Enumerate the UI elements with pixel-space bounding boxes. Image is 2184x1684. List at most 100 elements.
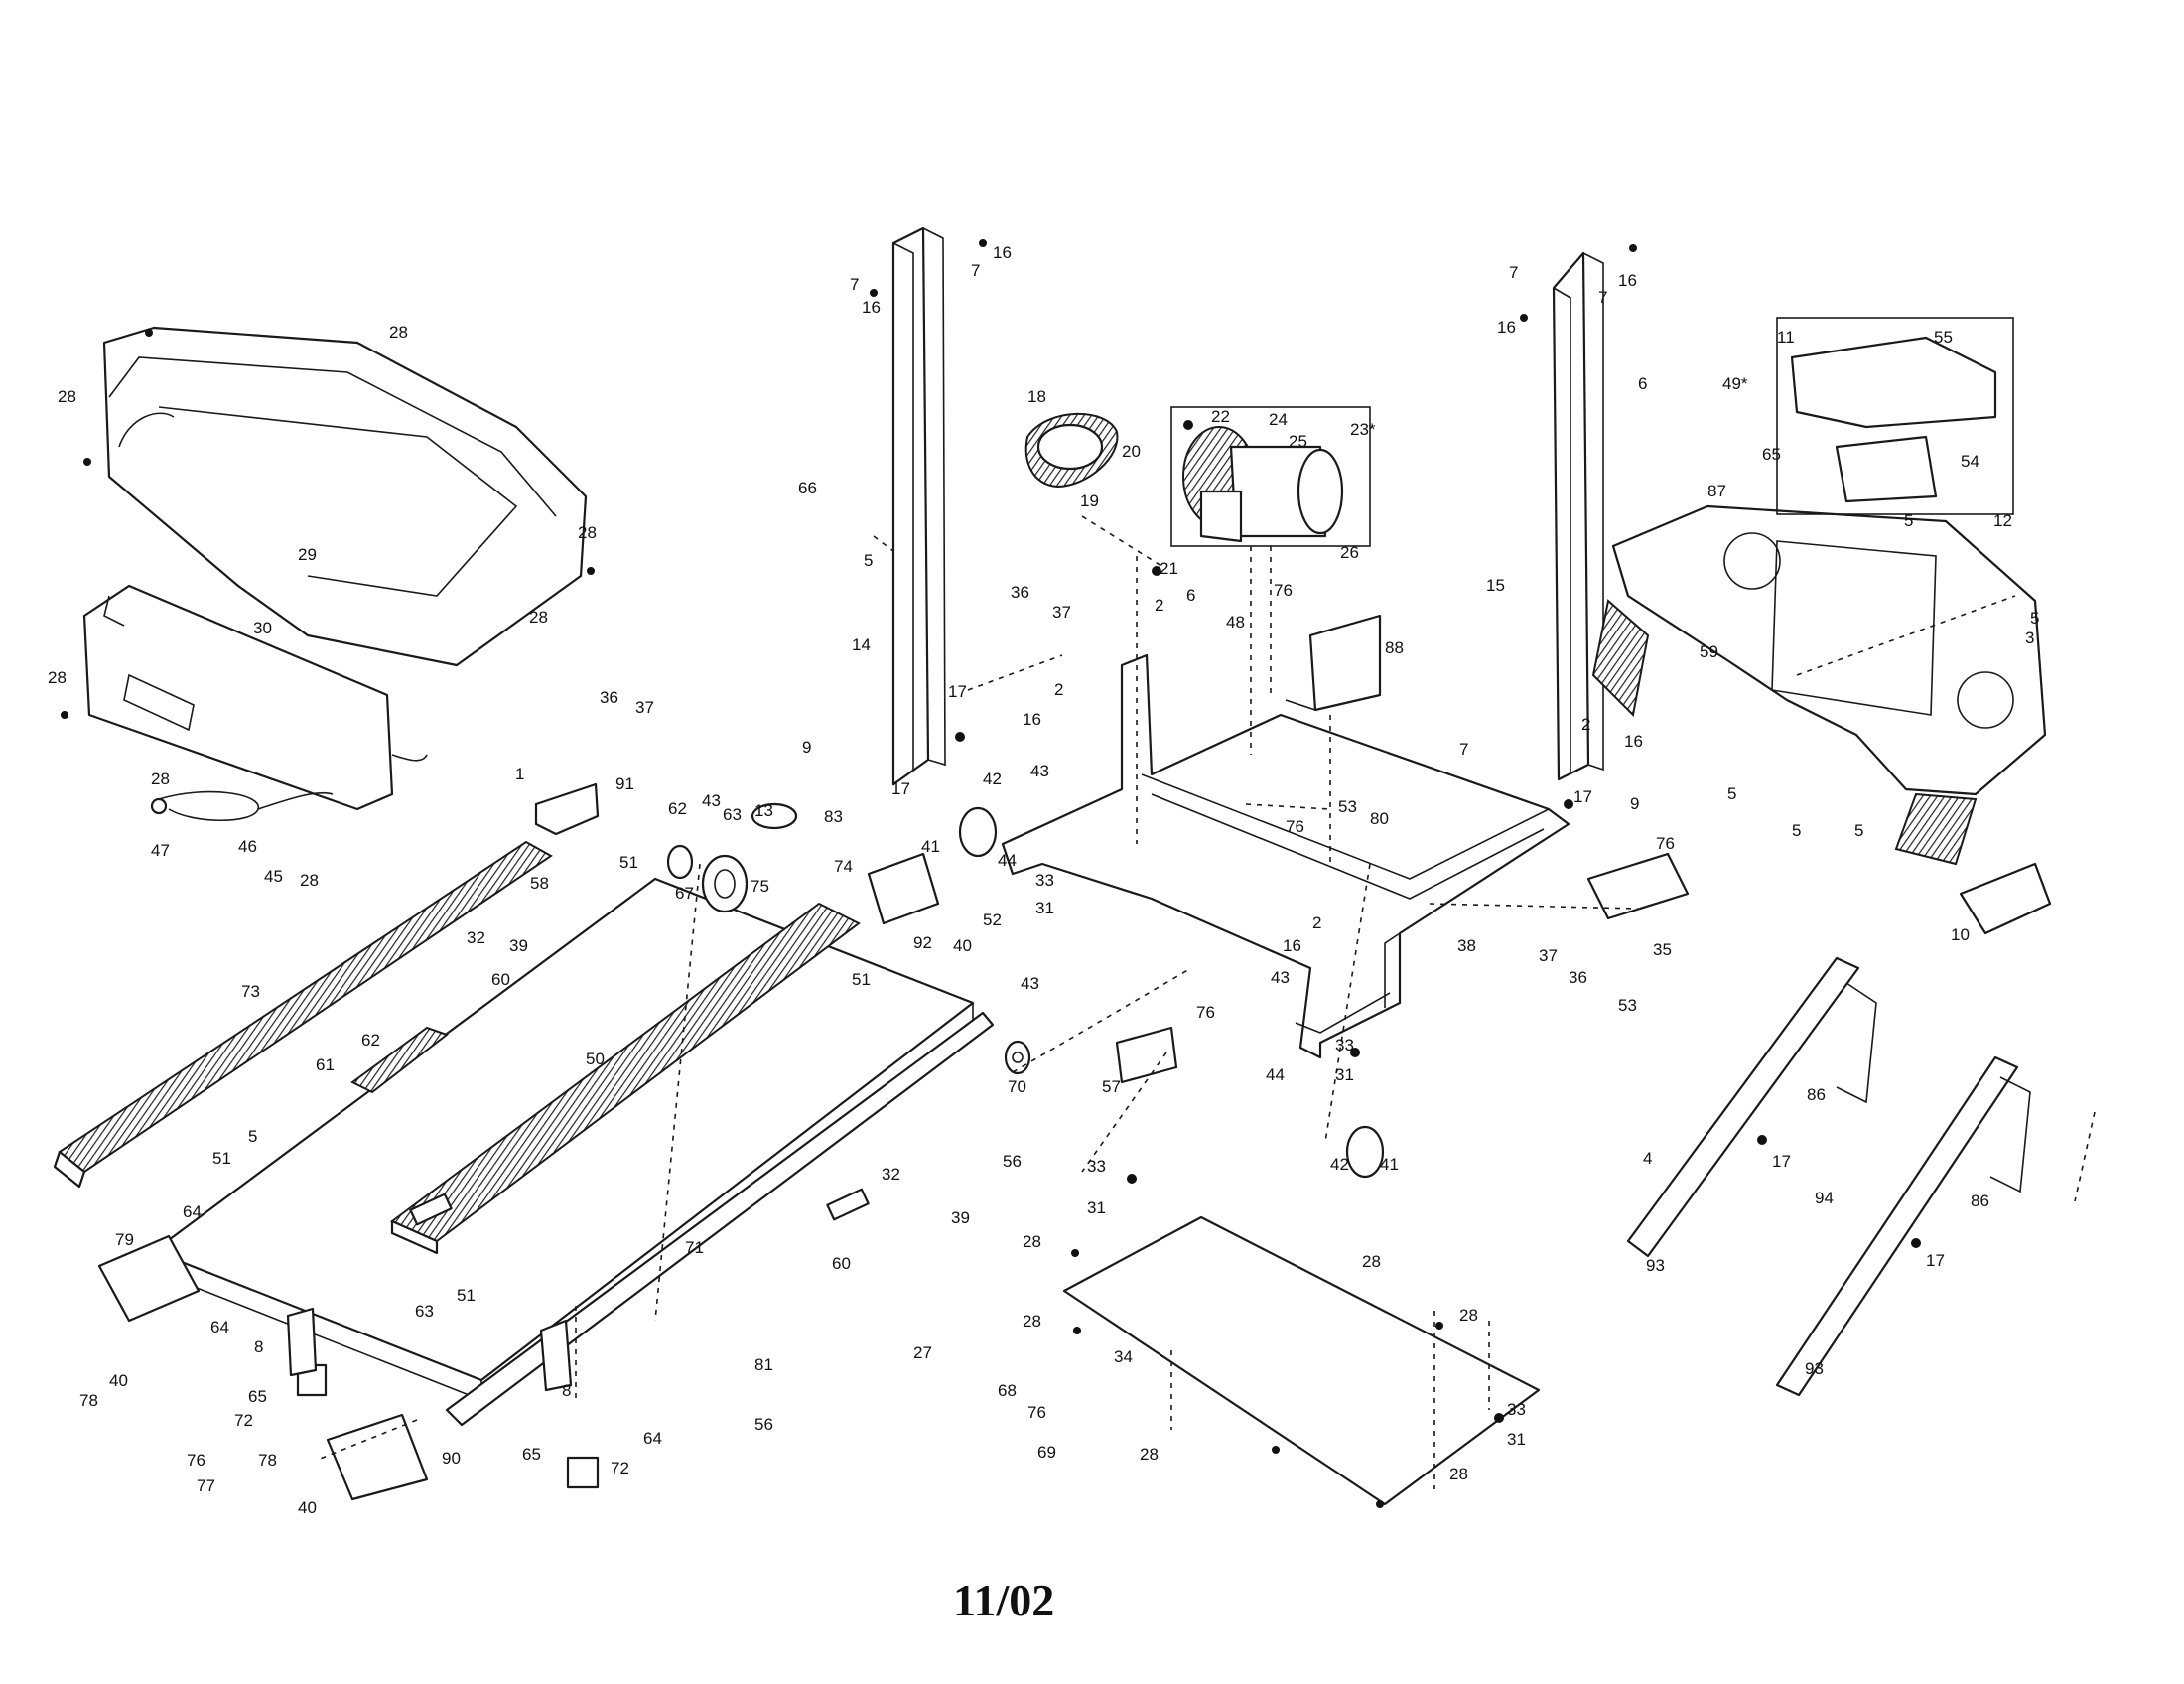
callout-28: 28 [578, 523, 597, 542]
callout-22: 22 [1211, 407, 1230, 426]
callout-72: 72 [234, 1411, 253, 1430]
callout-56: 56 [1003, 1152, 1022, 1171]
callout-90: 90 [442, 1449, 461, 1468]
grille-part [350, 1026, 450, 1094]
callout-5: 5 [248, 1127, 257, 1146]
callout-79: 79 [115, 1230, 134, 1249]
callout-13: 13 [754, 801, 773, 820]
callout-16: 16 [1283, 936, 1301, 955]
right-upright-part [1552, 251, 1604, 781]
callout-12: 12 [1993, 511, 2012, 530]
callout-65: 65 [248, 1387, 267, 1406]
callout-2: 2 [1312, 913, 1321, 932]
callout-16: 16 [1023, 710, 1041, 729]
callout-32: 32 [467, 928, 485, 947]
callout-16: 16 [1497, 318, 1516, 337]
callout-43: 43 [1271, 968, 1290, 987]
callout-20: 20 [1122, 442, 1141, 461]
callout-34: 34 [1114, 1347, 1133, 1366]
callout-76: 76 [187, 1451, 205, 1470]
callout-8: 8 [562, 1381, 571, 1400]
callout-48: 48 [1226, 613, 1245, 632]
callout-28: 28 [1459, 1306, 1478, 1325]
callout-51: 51 [212, 1149, 231, 1168]
console-electronics-part [1776, 317, 2014, 515]
callout-4: 4 [1643, 1149, 1652, 1168]
callout-36: 36 [1569, 968, 1587, 987]
callout-25: 25 [1289, 432, 1307, 451]
motor-hood-part [102, 326, 588, 667]
callout-68: 68 [998, 1381, 1017, 1400]
callout-61: 61 [316, 1055, 335, 1074]
callout-19: 19 [1080, 491, 1099, 510]
callout-51: 51 [619, 853, 638, 872]
base-frame-part [1001, 653, 1570, 1059]
callout-7: 7 [1509, 263, 1518, 282]
callout-43: 43 [1030, 762, 1049, 780]
callout-5: 5 [864, 551, 873, 570]
callout-28: 28 [1362, 1252, 1381, 1271]
callout-93: 93 [1646, 1256, 1665, 1275]
callout-70: 70 [1008, 1077, 1026, 1096]
callout-91: 91 [615, 774, 634, 793]
callout-63: 63 [415, 1302, 434, 1321]
fastener-marks [61, 239, 1921, 1508]
callout-58: 58 [530, 874, 549, 893]
callout-26: 26 [1340, 543, 1359, 562]
callout-49star: 49* [1722, 374, 1748, 393]
callout-2: 2 [1581, 715, 1590, 734]
callout-62: 62 [361, 1031, 380, 1050]
callout-28: 28 [529, 608, 548, 627]
rear-roller-part [1004, 1040, 1031, 1075]
callout-21: 21 [1160, 559, 1178, 578]
callout-47: 47 [151, 841, 170, 860]
callout-9: 9 [802, 738, 811, 757]
callout-76: 76 [1286, 817, 1304, 836]
callout-59: 59 [1700, 642, 1718, 661]
callout-41: 41 [1380, 1155, 1399, 1174]
callout-16: 16 [993, 243, 1012, 262]
callout-17: 17 [891, 779, 910, 798]
callout-17: 17 [1926, 1251, 1945, 1270]
callout-28: 28 [151, 770, 170, 788]
callout-41: 41 [921, 837, 940, 856]
callout-44: 44 [998, 851, 1017, 870]
callout-8: 8 [254, 1337, 263, 1356]
callout-2: 2 [1155, 596, 1163, 615]
callout-10: 10 [1951, 925, 1970, 944]
callout-2: 2 [1054, 680, 1063, 699]
callout-33: 33 [1507, 1400, 1526, 1419]
callout-3: 3 [2025, 629, 2034, 647]
callout-5: 5 [2030, 609, 2039, 628]
power-cord-part [150, 790, 334, 821]
callout-74: 74 [834, 857, 853, 876]
hardware-parts [286, 782, 2052, 1392]
callout-7: 7 [850, 275, 859, 294]
callout-37: 37 [1052, 603, 1071, 622]
upright-leg-part [1626, 956, 2031, 1397]
callout-93: 93 [1805, 1359, 1824, 1378]
callout-7: 7 [971, 261, 980, 280]
callout-28: 28 [1023, 1232, 1041, 1251]
callout-28: 28 [300, 871, 319, 890]
callout-46: 46 [238, 837, 257, 856]
callout-86: 86 [1807, 1085, 1826, 1104]
callout-7: 7 [1598, 288, 1607, 307]
callout-31: 31 [1087, 1198, 1106, 1217]
callout-17: 17 [1573, 787, 1592, 806]
callout-16: 16 [862, 298, 881, 317]
callout-17: 17 [1772, 1152, 1791, 1171]
callout-66: 66 [798, 479, 817, 497]
callout-45: 45 [264, 867, 283, 886]
callout-40: 40 [109, 1371, 128, 1390]
callout-33: 33 [1035, 871, 1054, 890]
callout-65: 65 [522, 1445, 541, 1464]
callout-33: 33 [1087, 1157, 1106, 1176]
callout-65: 65 [1762, 445, 1781, 464]
callout-77: 77 [197, 1476, 215, 1495]
callout-71: 71 [685, 1238, 704, 1257]
callout-62: 62 [668, 799, 687, 818]
alignment-lines [317, 515, 2096, 1489]
callout-55: 55 [1934, 328, 1953, 347]
